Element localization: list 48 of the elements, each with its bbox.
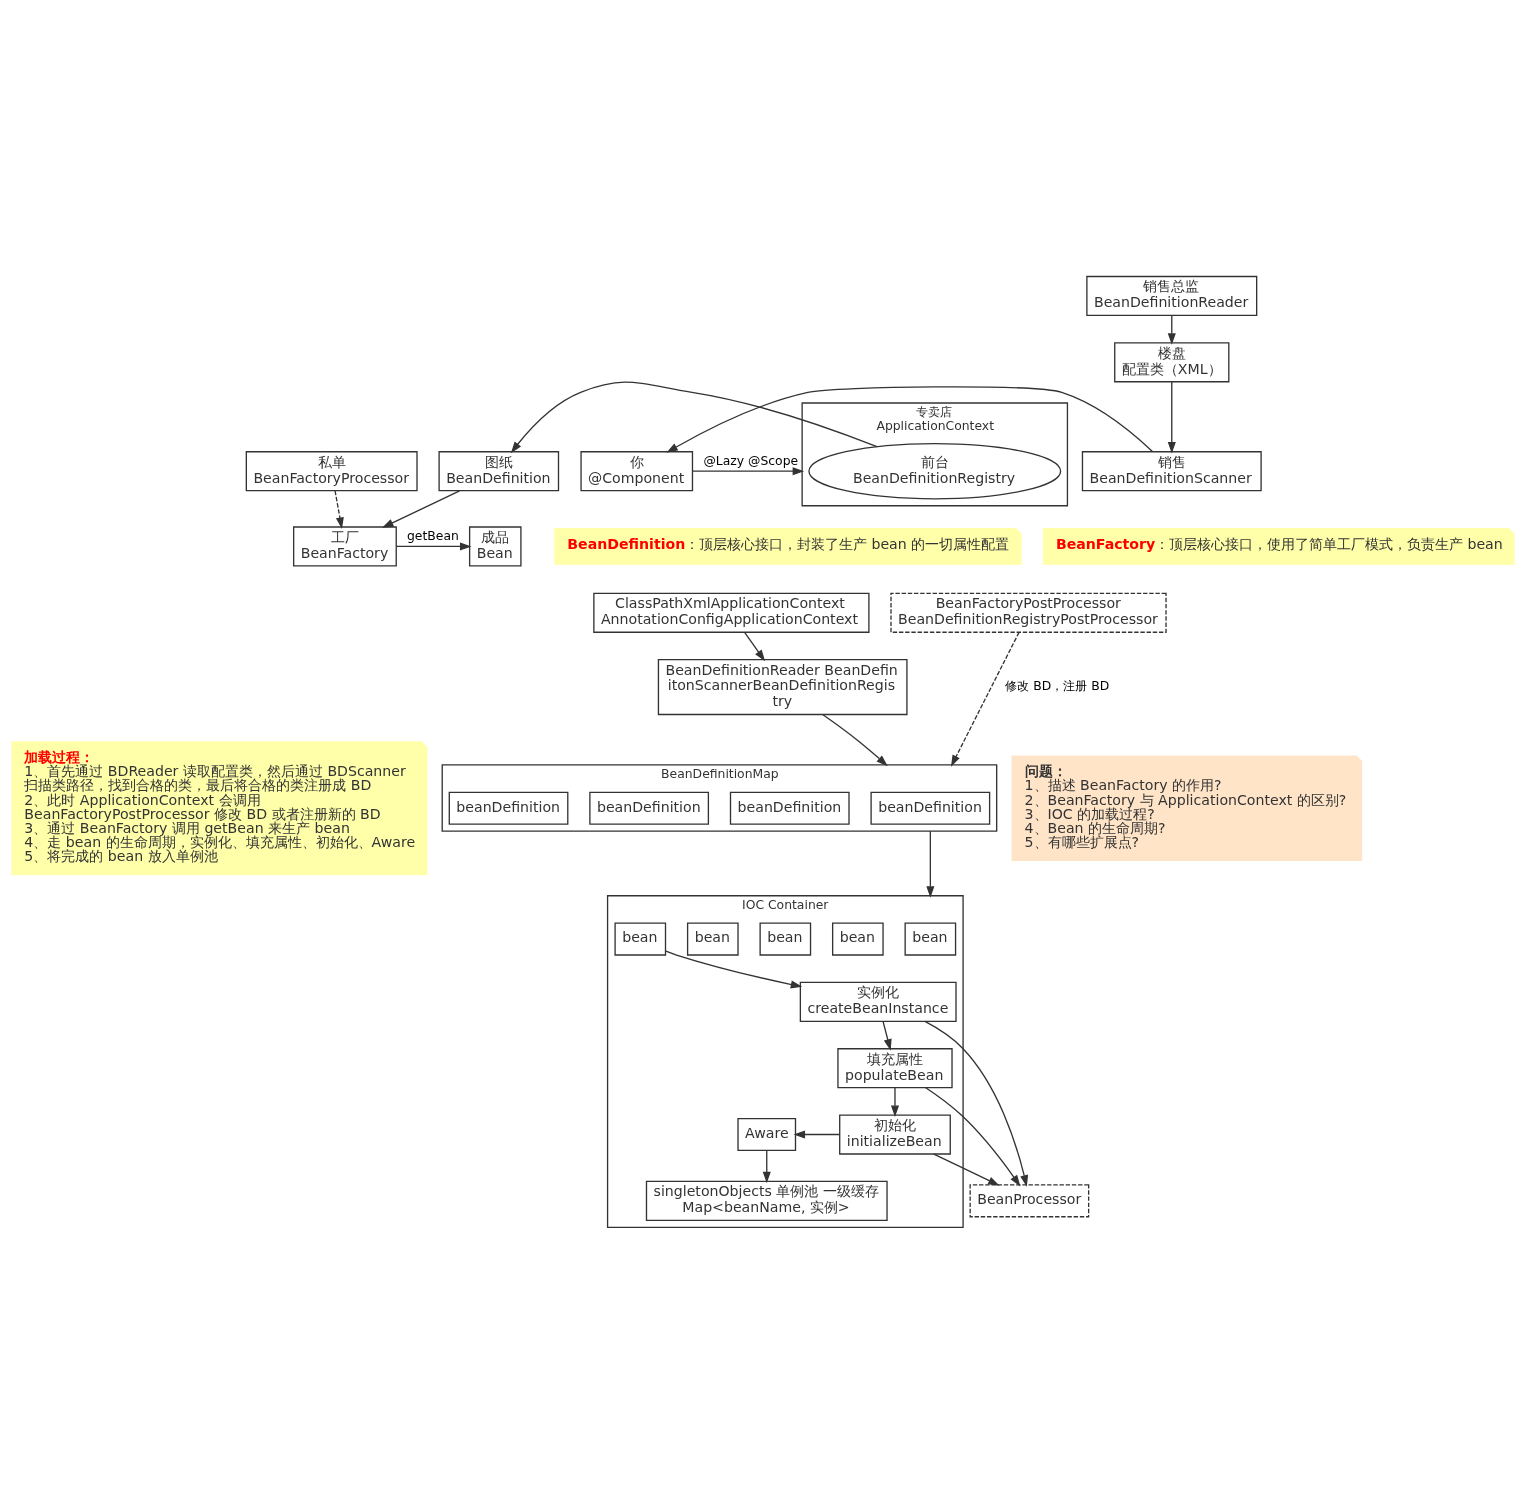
node-box: 成品 Bean xyxy=(468,526,522,567)
arrow xyxy=(925,1087,1021,1187)
node-box: 图纸 BeanDefinition xyxy=(438,451,560,492)
arrow xyxy=(926,830,935,898)
node-box: 私单 BeanFactoryProcessor xyxy=(245,451,418,492)
node-box: BeanFactoryPostProcessor BeanDefinitionRegistryPostProcessor xyxy=(890,592,1167,633)
edge-label: getBean xyxy=(407,529,459,544)
arrow xyxy=(666,386,1154,453)
node-box: bean xyxy=(614,922,667,956)
edge-label: 修改 BD，注册 BD xyxy=(1005,679,1110,694)
node-ellipse: 前台 BeanDefinitionRegistry xyxy=(808,442,1062,500)
edge-label: @Lazy @Scope xyxy=(703,454,799,469)
arrow xyxy=(882,1020,892,1051)
node-box: beanDefinition xyxy=(448,791,569,825)
node-box: bean xyxy=(904,922,957,956)
node-box: BeanDefinitionReader BeanDefinitonScannerBeanDefinitionRegistry xyxy=(657,659,908,716)
node-box: beanDefinition xyxy=(729,791,850,825)
node-box: bean xyxy=(759,922,812,956)
node-box: 销售 BeanDefinitionScanner xyxy=(1081,451,1262,492)
node-box: 你 @Component xyxy=(580,451,694,492)
arrow xyxy=(510,381,878,454)
node-box: Aware xyxy=(737,1117,797,1152)
node-box: beanDefinition xyxy=(870,791,991,825)
arrow xyxy=(382,490,461,528)
arrow xyxy=(822,714,888,767)
node-box: bean xyxy=(831,922,884,956)
node-box: bean xyxy=(686,922,739,956)
node-box: BeanProcessor xyxy=(969,1184,1090,1218)
arrow xyxy=(762,1150,771,1184)
arrow xyxy=(793,1130,841,1139)
arrow xyxy=(665,950,803,989)
node-box: 楼盘 配置类（XML） xyxy=(1114,342,1230,383)
node-box: 工厂 BeanFactory xyxy=(293,526,397,567)
node-box: 实例化 createBeanInstance xyxy=(799,981,957,1022)
node-box: beanDefinition xyxy=(589,791,710,825)
arrow xyxy=(933,1153,1000,1186)
node-box: ClassPathXmlApplicationContext AnnotationConfigApplicationContext xyxy=(593,592,870,633)
node-box: 初始化 initializeBean xyxy=(839,1114,951,1155)
arrow xyxy=(334,490,344,529)
node-box: 填充属性 populateBean xyxy=(837,1048,953,1089)
arrow xyxy=(395,542,472,551)
arrow xyxy=(890,1087,899,1118)
arrow xyxy=(1167,381,1176,454)
node-box: singletonObjects 单例池 一级缓存 Map<beanName, 实例> xyxy=(645,1180,888,1221)
arrow xyxy=(950,631,1020,767)
arrow xyxy=(692,467,805,476)
node-box: 销售总监 BeanDefinitionReader xyxy=(1086,275,1258,317)
arrow xyxy=(743,631,766,662)
